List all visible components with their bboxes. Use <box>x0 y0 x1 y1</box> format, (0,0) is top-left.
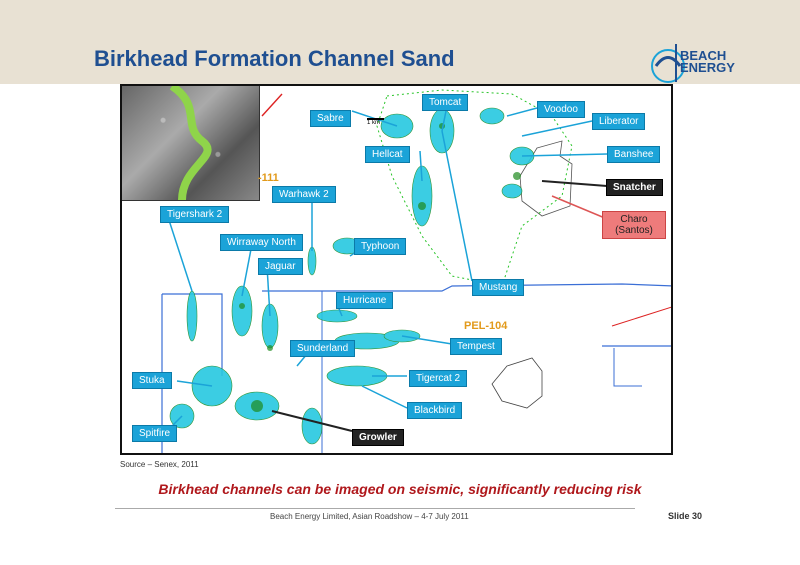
slide-caption: Birkhead channels can be imaged on seism… <box>158 481 642 497</box>
footer-divider <box>115 508 635 509</box>
footer-text: Beach Energy Limited, Asian Roadshow – 4… <box>270 512 469 521</box>
label-stuka: Stuka <box>132 372 172 389</box>
label-liberator: Liberator <box>592 113 646 130</box>
slide-title: Birkhead Formation Channel Sand <box>94 46 455 71</box>
slide-header <box>0 0 800 84</box>
label-voodoo: Voodoo <box>537 101 585 118</box>
beach-energy-logo <box>650 44 770 84</box>
label-mustang: Mustang <box>472 279 525 296</box>
seismic-map: -111 PEL-104 1 km Sabre Tomcat Voodoo Li… <box>120 84 673 455</box>
label-tigershark-2: Tigershark 2 <box>160 206 230 223</box>
logo-text: BEACH ENERGY <box>680 48 735 75</box>
label-jaguar: Jaguar <box>258 258 303 275</box>
pel-111-label: -111 <box>258 172 279 184</box>
label-sabre: Sabre <box>310 110 351 127</box>
label-tempest: Tempest <box>450 338 502 355</box>
label-banshee: Banshee <box>607 146 661 163</box>
label-spitfire: Spitfire <box>132 425 178 442</box>
scale-bar-label: 1 km <box>367 120 381 126</box>
label-warhawk-2: Warhawk 2 <box>272 186 336 203</box>
slide-number: Slide 30 <box>668 511 703 521</box>
label-hurricane: Hurricane <box>336 292 394 309</box>
pel-104-label: PEL-104 <box>464 320 508 332</box>
label-charo: Charo (Santos) <box>602 211 666 239</box>
label-tigercat-2: Tigercat 2 <box>409 370 468 387</box>
label-tomcat: Tomcat <box>422 94 469 111</box>
label-wirraway-north: Wirraway North <box>220 234 303 251</box>
label-typhoon: Typhoon <box>354 238 407 255</box>
label-hellcat: Hellcat <box>365 146 410 163</box>
label-sunderland: Sunderland <box>290 340 356 357</box>
seismic-inset-image <box>122 86 260 201</box>
source-note: Source – Senex, 2011 <box>120 460 199 469</box>
label-blackbird: Blackbird <box>407 402 463 419</box>
label-growler: Growler <box>352 429 404 446</box>
label-snatcher: Snatcher <box>606 179 663 196</box>
